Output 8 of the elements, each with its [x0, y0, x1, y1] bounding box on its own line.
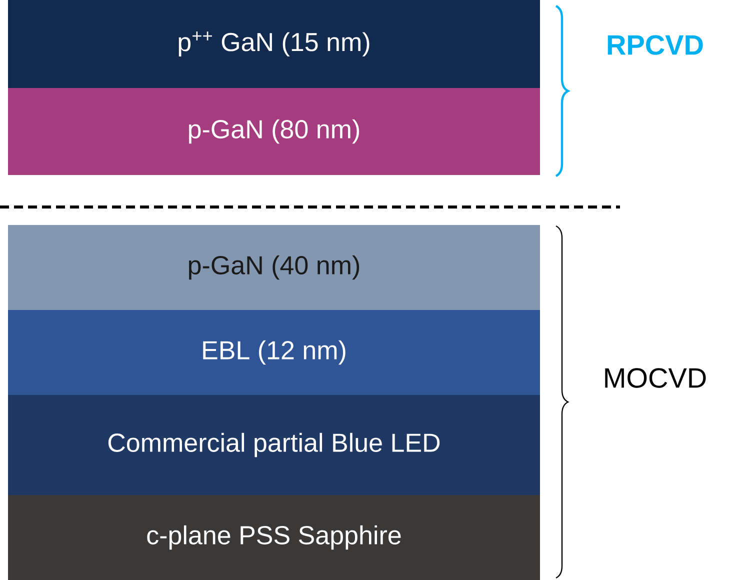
layer-band: p-GaN (80 nm) [8, 88, 540, 175]
layer-band: c-plane PSS Sapphire [8, 494, 540, 580]
layer-band: EBL (12 nm) [8, 310, 540, 395]
layer-band: Commercial partial Blue LED [8, 394, 540, 495]
process-label: RPCVD [608, 35, 703, 55]
layer-band: p$^{++}$ GaN (15 nm) [8, 0, 540, 88]
process-label: MOCVD [605, 368, 706, 388]
layer-band: p-GaN (40 nm) [8, 225, 540, 310]
